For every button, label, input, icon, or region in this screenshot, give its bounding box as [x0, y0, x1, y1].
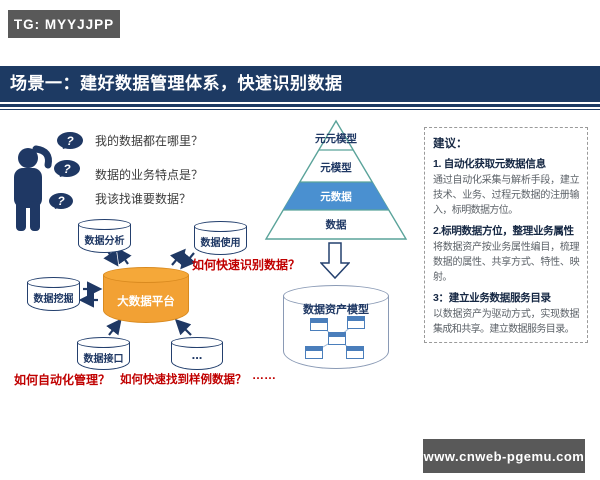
table-window-icon [305, 346, 323, 359]
cylinder-label: 数据接口 [83, 354, 124, 365]
suggestions-panel: 建议： 1. 自动化获取元数据信息 通过自动化采集与解析手段，建立技术、业务、过… [424, 127, 588, 343]
cylinder-shape [27, 277, 80, 288]
suggestion-heading: 3：建立业务数据服务目录 [433, 292, 551, 304]
down-block-arrow-icon [320, 242, 350, 280]
cylinder-label: 大数据平台 [117, 296, 175, 308]
annotation-find-sample: 如何快速找到样例数据？ [120, 374, 247, 386]
annotation-ellipsis: …… [252, 368, 276, 382]
cylinder-data-asset-model: 数据资产模型 [283, 285, 389, 369]
question-mark-glyph: ? [66, 133, 74, 148]
table-window-icon [328, 332, 346, 345]
pyramid-layer-label: 元数据 [320, 191, 352, 203]
suggestion-body: 以数据资产为驱动方式，实现数据集成和共享。建立数据服务目录。 [433, 309, 580, 335]
cylinder-big-data-platform: 大数据平台 [103, 267, 189, 323]
cylinder-label: 数据分析 [84, 236, 125, 247]
metadata-pyramid [264, 119, 408, 240]
thinking-person-icon [14, 145, 52, 231]
cylinder-label: 数据挖掘 [33, 294, 74, 305]
table-window-icon [347, 316, 365, 329]
question-bubble-icon: ? [54, 160, 80, 177]
cylinder-data-analysis: 数据分析 [78, 219, 131, 253]
cylinder-shape [78, 219, 131, 230]
cylinder-ellipsis: ... [171, 337, 223, 370]
cylinder-label: 数据资产模型 [303, 304, 369, 316]
question-text: 我的数据都在哪里？ [95, 134, 204, 148]
suggestion-heading: 1. 自动化获取元数据信息 [433, 158, 546, 170]
banner-rule-thin [0, 108, 600, 110]
website-watermark: www.cnweb-pgemu.com [423, 439, 585, 473]
cylinder-shape [103, 275, 189, 323]
suggestion-heading: 2.标明数据方位，整理业务属性 [433, 225, 574, 237]
question-text: 数据的业务特点是？ [95, 168, 204, 182]
page-title: 场景一：建好数据管理体系，快速识别数据 [0, 66, 600, 102]
cylinder-data-mining: 数据挖掘 [27, 277, 80, 311]
cylinder-shape [194, 221, 247, 232]
cylinder-label: 数据使用 [200, 238, 241, 249]
cylinder-shape [283, 285, 389, 307]
cylinder-shape [103, 267, 189, 283]
cylinder-label: ... [191, 347, 203, 362]
question-mark-glyph: ? [63, 161, 71, 176]
table-window-icon [346, 346, 364, 359]
tg-watermark: TG: MYYJJPP [8, 10, 120, 38]
banner-rule-thick [0, 104, 600, 107]
question-bubble-icon: ? [57, 132, 83, 149]
cylinder-shape [171, 337, 223, 348]
annotation-identify-data: 如何快速识别数据？ [192, 258, 301, 272]
suggestion-body: 将数据资产按业务属性编目，梳理数据的属性、共享方式、特性、映射。 [433, 242, 580, 283]
cylinder-data-interface: 数据接口 [77, 337, 130, 370]
pyramid-layer-label: 元模型 [320, 162, 352, 174]
suggestions-title: 建议： [433, 138, 468, 150]
question-text: 我该找谁要数据？ [95, 192, 192, 206]
question-bubble-icon: ? [49, 193, 73, 209]
pyramid-layer-label: 数据 [325, 219, 347, 231]
model-connector-lines [313, 322, 357, 353]
cylinder-data-usage: 数据使用 [194, 221, 247, 255]
suggestion-body: 通过自动化采集与解析手段，建立技术、业务、过程元数据的注册输入，标明数据方位。 [433, 175, 580, 216]
pyramid-layer-label: 元元模型 [315, 133, 357, 145]
cylinder-shape [77, 337, 130, 348]
annotation-automate: 如何自动化管理？ [14, 373, 111, 387]
question-mark-glyph: ? [57, 194, 65, 208]
table-window-icon [310, 318, 328, 331]
